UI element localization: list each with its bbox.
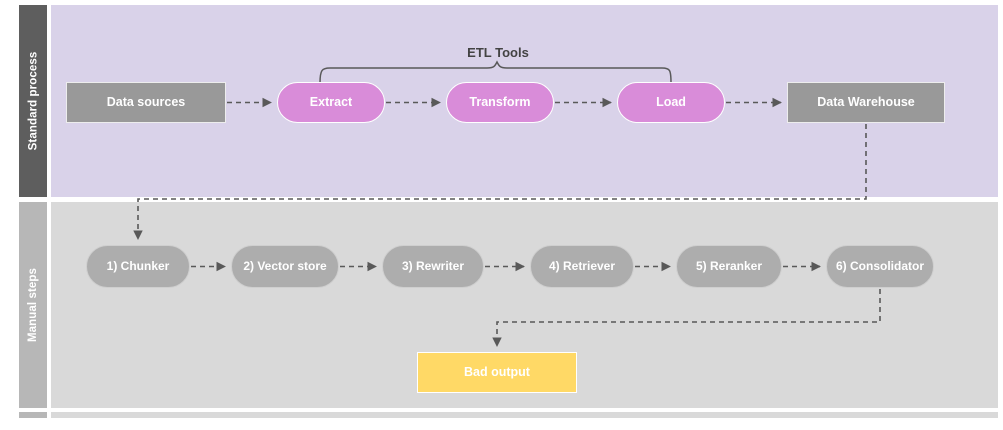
node-label-data-warehouse: Data Warehouse — [817, 95, 915, 110]
node-consolidator[interactable]: 6) Consolidator — [826, 245, 934, 288]
node-rewriter[interactable]: 3) Rewriter — [382, 245, 484, 288]
node-label-reranker: 5) Reranker — [695, 258, 763, 273]
node-label-transform: Transform — [469, 95, 531, 110]
lane-header-bottom-strip — [19, 412, 47, 418]
node-extract[interactable]: Extract — [277, 82, 385, 123]
lane-header-standard-process: Standard process — [19, 5, 47, 197]
node-reranker[interactable]: 5) Reranker — [676, 245, 782, 288]
node-label-load: Load — [656, 95, 686, 110]
node-label-retriever: 4) Retriever — [548, 258, 616, 273]
etl-tools-label: ETL Tools — [467, 45, 529, 60]
node-load[interactable]: Load — [617, 82, 725, 123]
node-data-sources[interactable]: Data sources — [66, 82, 226, 123]
lane-body-bottom-strip — [51, 412, 998, 418]
lane-label-standard-process: Standard process — [27, 51, 39, 151]
node-label-rewriter: 3) Rewriter — [401, 258, 465, 273]
node-transform[interactable]: Transform — [446, 82, 554, 123]
node-bad-output[interactable]: Bad output — [417, 352, 577, 393]
node-label-bad-output: Bad output — [464, 365, 530, 380]
node-label-extract: Extract — [309, 95, 353, 110]
node-data-warehouse[interactable]: Data Warehouse — [787, 82, 945, 123]
node-label-consolidator: 6) Consolidator — [835, 258, 924, 273]
node-retriever[interactable]: 4) Retriever — [530, 245, 634, 288]
node-vector-store[interactable]: 2) Vector store — [231, 245, 339, 288]
node-label-chunker: 1) Chunker — [106, 258, 170, 273]
lane-header-manual-steps: Manual steps — [19, 202, 47, 408]
node-label-data-sources: Data sources — [106, 95, 186, 110]
node-label-vector-store: 2) Vector store — [243, 258, 327, 273]
lane-label-manual-steps: Manual steps — [27, 267, 39, 343]
node-chunker[interactable]: 1) Chunker — [86, 245, 190, 288]
